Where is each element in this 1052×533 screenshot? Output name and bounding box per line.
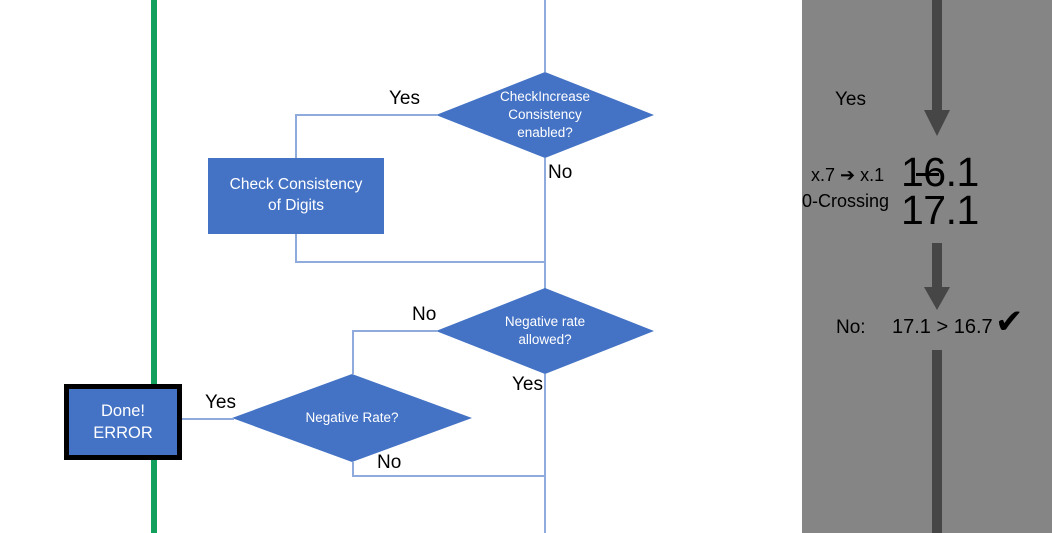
panel-arrow-down-icon-2 xyxy=(924,243,950,310)
terminator-line: ERROR xyxy=(93,424,153,442)
panel-comparison-expression: 17.1 > 16.7 xyxy=(892,316,993,338)
connector-top-trunk xyxy=(544,0,546,72)
connector-negrate-no-vertical xyxy=(352,462,354,476)
connector-checkincrease-no xyxy=(544,158,546,302)
terminator-line: Done! xyxy=(100,401,146,420)
edge-label-negrate-allowed-yes: Yes xyxy=(512,374,543,395)
panel-arrow-down-icon xyxy=(924,0,950,136)
edge-label-negrate-yes: Yes xyxy=(205,392,236,413)
connector-negrate-yes xyxy=(174,418,234,420)
panel-branch-label: Yes xyxy=(835,89,866,110)
edge-label-checkincrease-no: No xyxy=(548,162,573,183)
panel-annotation-line-1: x.7 ➔ x.1 xyxy=(811,165,885,185)
decision-check-increase-consistency[interactable]: CheckIncrease Consistency enabled? xyxy=(436,72,654,158)
process-check-consistency-of-digits[interactable]: Check Consistency of Digits xyxy=(208,158,384,234)
panel-comparison-prefix: No: xyxy=(836,317,866,338)
check-mark-icon: ✔ xyxy=(995,303,1024,341)
process-line: of Digits xyxy=(268,197,324,214)
strikethrough-icon xyxy=(915,172,940,176)
connector-negrate-allowed-no-horizontal xyxy=(352,330,437,332)
process-line: Check Consistency xyxy=(229,176,363,194)
panel-tail-bar xyxy=(932,350,942,533)
terminator-done-error[interactable]: Done! ERROR xyxy=(64,384,182,460)
panel-result-value: 17.1 xyxy=(901,187,979,233)
decision-negative-rate-allowed[interactable]: Negative rate allowed? xyxy=(436,288,654,374)
panel-annotation-line-2: 0-Crossing xyxy=(802,191,890,211)
edge-label-negrate-allowed-no: No xyxy=(412,304,437,325)
green-divider-line xyxy=(151,0,157,533)
edge-label-negrate-no: No xyxy=(377,452,402,473)
connector-negrate-allowed-no-vertical xyxy=(352,330,354,374)
connector-checkincrease-yes-return xyxy=(295,261,545,263)
decision-negative-rate[interactable]: Negative Rate? xyxy=(232,374,472,462)
connector-checkincrease-yes-horizontal xyxy=(295,114,437,116)
edge-label-checkincrease-yes: Yes xyxy=(389,88,420,109)
panel-struck-value-text: 16.1 xyxy=(901,149,979,195)
annotation-panel: Yes x.7 ➔ x.1 0-Crossing 16.1 17.1 No: 1… xyxy=(802,0,1052,533)
connector-negrate-allowed-yes xyxy=(544,374,546,533)
panel-struck-value: 16.1 xyxy=(901,152,979,193)
connector-negrate-no-horizontal xyxy=(352,475,545,477)
